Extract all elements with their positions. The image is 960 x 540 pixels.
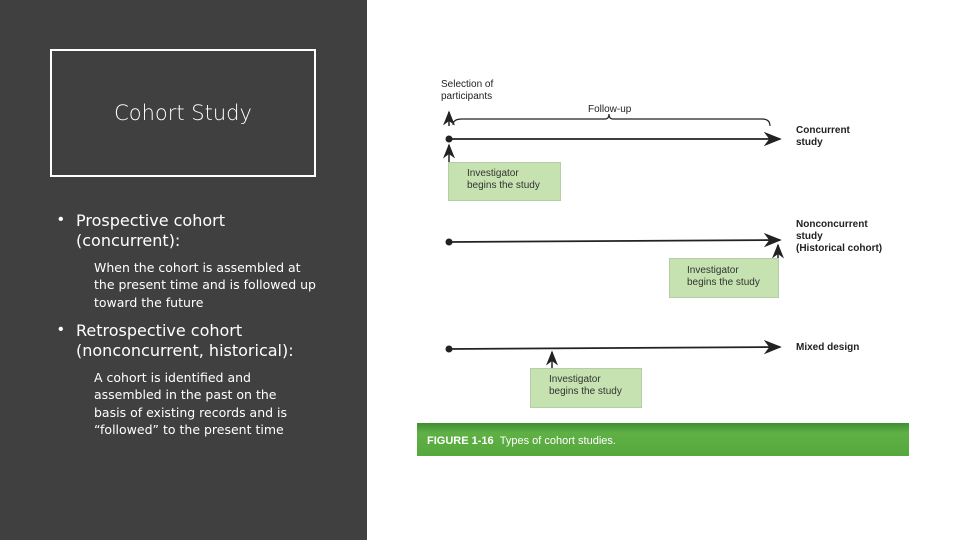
timeline-mixed: [445, 339, 782, 355]
timeline-concurrent: [445, 131, 782, 147]
bullet-2-heading: Retrospective cohort(nonconcurrent, hist…: [76, 321, 294, 360]
title-box: Cohort Study: [50, 49, 316, 177]
bullet-icon: •: [58, 211, 64, 228]
timeline-nonconcurrent: [445, 232, 782, 248]
figure-caption: FIGURE 1-16 Types of cohort studies.: [427, 435, 616, 447]
left-panel: Cohort Study • Prospective cohort(concur…: [0, 0, 367, 540]
follow-up-brace: [452, 113, 771, 127]
bullet-1-heading: Prospective cohort(concurrent):: [76, 211, 225, 250]
figure-caption-bar: FIGURE 1-16 Types of cohort studies.: [417, 423, 909, 456]
follow-up-label: Follow-up: [588, 104, 632, 115]
bullet-icon: •: [58, 321, 64, 338]
bullet-1-detail: When the cohort is assembled at the pres…: [94, 260, 316, 310]
slide-title: Cohort Study: [114, 101, 252, 125]
bullet-2-detail: A cohort is identified and assembled in …: [94, 370, 288, 437]
row-label-mixed: Mixed design: [796, 342, 860, 353]
